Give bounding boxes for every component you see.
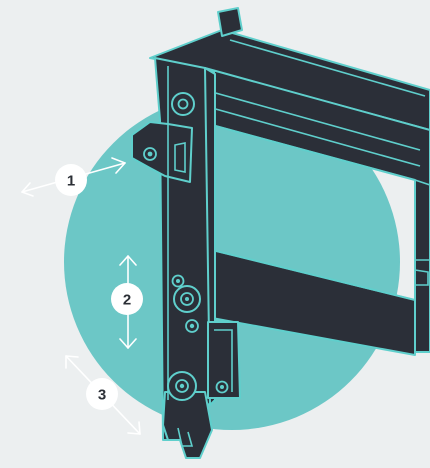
- badge-1-label: 1: [67, 173, 75, 190]
- screw-side-tab: [143, 147, 157, 161]
- badge-3-label: 3: [98, 387, 106, 404]
- screw-small-right: [215, 380, 229, 394]
- badge-2: 2: [111, 283, 143, 315]
- badge-1: 1: [55, 164, 87, 196]
- badge-3: 3: [86, 378, 118, 410]
- panel-detail-lines: [211, 39, 430, 301]
- height-adjuster-screw: [173, 285, 201, 313]
- screw-small-mid: [185, 319, 199, 333]
- drawer-side-panel: [149, 7, 430, 356]
- screw-small-upper: [171, 274, 185, 288]
- screw-top: [171, 92, 195, 116]
- depth-adjuster-screw: [167, 371, 197, 401]
- mounting-bracket: [131, 57, 241, 459]
- badge-2-label: 2: [123, 292, 131, 309]
- bracket-detail-lines: [167, 66, 233, 447]
